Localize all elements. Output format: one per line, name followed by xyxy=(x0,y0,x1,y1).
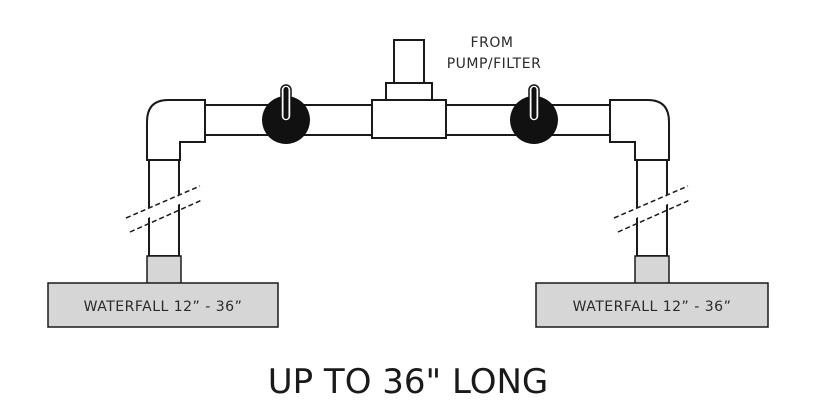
waterfall-inlet-left xyxy=(146,255,182,285)
waterfall-label-left: WATERFALL 12” - 36” xyxy=(84,299,243,315)
tee-fitting xyxy=(371,99,447,139)
waterfall-left xyxy=(47,282,279,328)
break-mark-icon xyxy=(613,185,691,233)
valve-icon xyxy=(510,84,558,144)
break-mark-icon xyxy=(125,185,203,233)
waterfall-inlet-right xyxy=(634,255,670,285)
waterfall-label-right: WATERFALL 12” - 36” xyxy=(573,299,732,315)
inlet-pipe xyxy=(393,39,425,87)
elbow-left xyxy=(146,99,206,161)
waterfall-right xyxy=(535,282,769,328)
source-label-line2: PUMP/FILTER xyxy=(447,56,542,72)
caption: UP TO 36" LONG xyxy=(268,362,549,402)
elbow-right xyxy=(609,99,670,161)
source-label-line1: FROM xyxy=(471,35,514,51)
valve-icon xyxy=(262,84,310,144)
